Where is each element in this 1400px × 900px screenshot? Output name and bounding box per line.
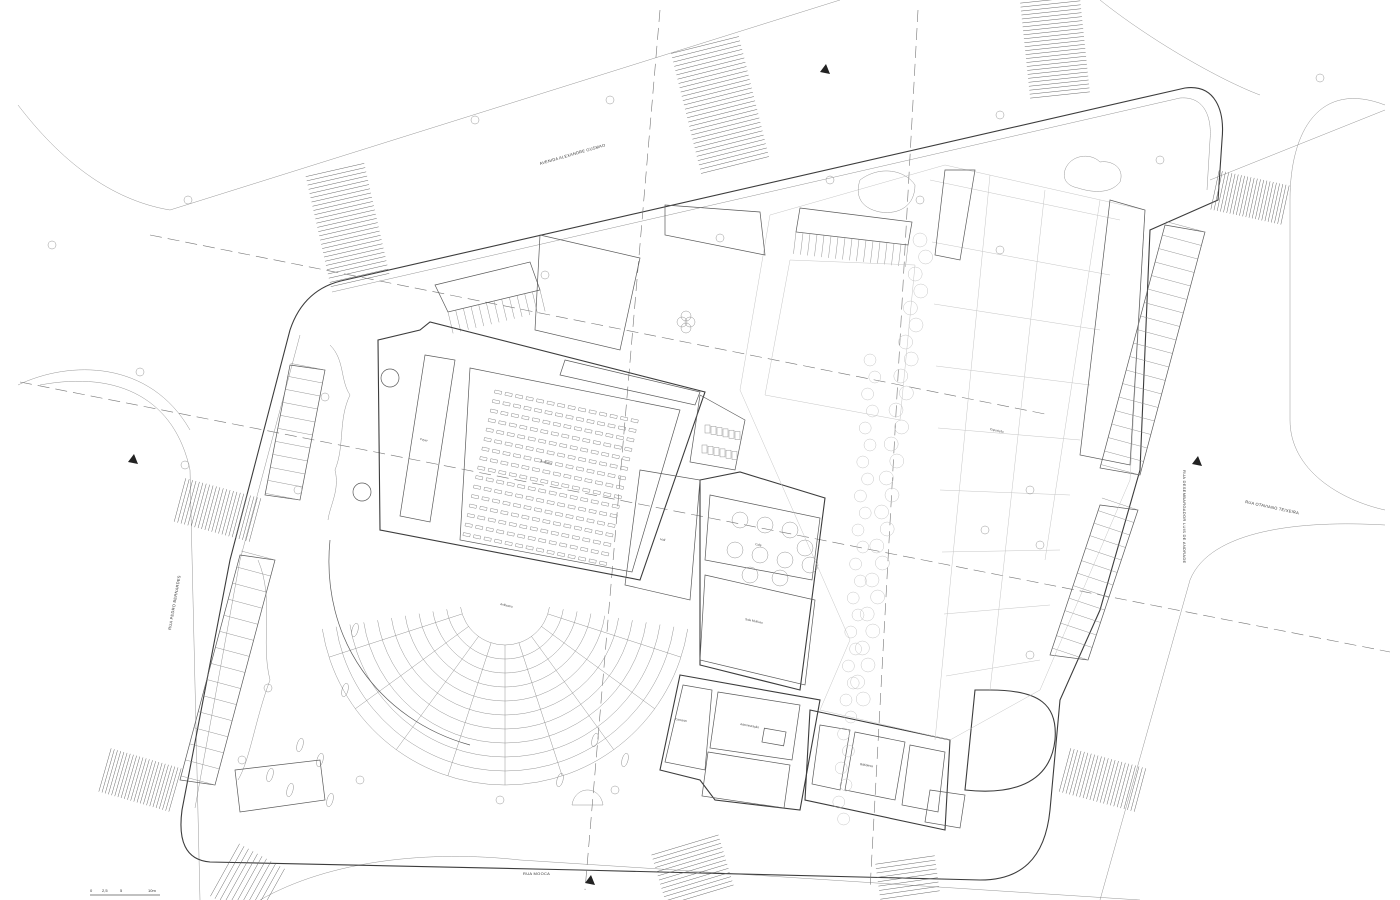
street-label-south: RUA MOOCA	[523, 871, 550, 876]
crosswalk-west	[173, 478, 262, 542]
room-label-hall: Hall	[660, 537, 666, 542]
room-label-exhibition: Exposição	[990, 427, 1005, 434]
scale-tick-1: 2,5	[102, 888, 108, 893]
south-admin-block: Administração Camarim	[659, 674, 821, 811]
west-garden	[234, 344, 629, 813]
room-label-foyer: Foyer	[420, 437, 428, 443]
north-central-plaza	[534, 170, 916, 351]
street-label-east-upper: RUA DESEMBARGADOR LUIS DE ANDRADE	[1182, 470, 1187, 564]
room-label-library: Biblioteca	[860, 762, 874, 768]
east-parking-strip	[1049, 221, 1206, 661]
street-label-east-lower: RUA OTAVIANO TEIXEIRA	[1245, 499, 1300, 515]
room-label-cafe: Café	[755, 542, 762, 547]
axis-lines	[19, 9, 1391, 891]
room-label-amphitheatre: Anfiteatro	[500, 602, 514, 609]
amphitheatre: Anfiteatro	[322, 539, 688, 786]
street-label-north: AVENIDA ALEXANDRE GUSMAO	[539, 142, 606, 166]
fountain	[676, 310, 696, 334]
street-label-west: RUA PEDRO BERNARDES	[167, 575, 182, 630]
scale-bar: 0 2,5 5 10m	[90, 888, 160, 896]
crosswalk-west-lower	[98, 748, 182, 812]
north-arrow-icon	[128, 64, 1202, 885]
trees	[47, 73, 1325, 805]
crosswalk-north-east	[1020, 0, 1090, 99]
west-parking-strip	[179, 363, 326, 786]
southeast-library-block: Biblioteca	[804, 689, 1056, 831]
room-label-admin: Administração	[740, 722, 760, 729]
room-label-dressing: Camarim	[675, 717, 688, 723]
scale-tick-0: 0	[90, 888, 93, 893]
scale-tick-3: 10m	[148, 888, 156, 893]
northeast-garden	[1064, 155, 1122, 192]
east-exhibition-building: Exposição	[739, 164, 1146, 826]
site-boundary	[180, 87, 1224, 881]
crosswalk-south-east	[875, 855, 940, 900]
room-label-auditorium: Auditório	[540, 459, 553, 465]
crosswalk-north-center	[670, 36, 770, 174]
crosswalk-east-lower	[1058, 748, 1147, 812]
auditorium-seating	[462, 389, 639, 566]
crosswalk-north-west	[305, 163, 390, 287]
crosswalk-south-center	[651, 834, 734, 900]
scale-tick-2: 5	[120, 888, 123, 893]
crosswalk-east	[1210, 170, 1290, 225]
crosswalk-south-west	[210, 843, 285, 900]
auditorium-block: Auditório Foyer	[352, 321, 706, 581]
central-service-block: Café Sala Multiuso Hall	[624, 394, 826, 691]
room-label-multiuse: Sala Multiuso	[745, 617, 764, 625]
street-curbs	[17, 0, 1386, 900]
north-parking	[434, 207, 913, 334]
stair-circles	[352, 368, 400, 502]
